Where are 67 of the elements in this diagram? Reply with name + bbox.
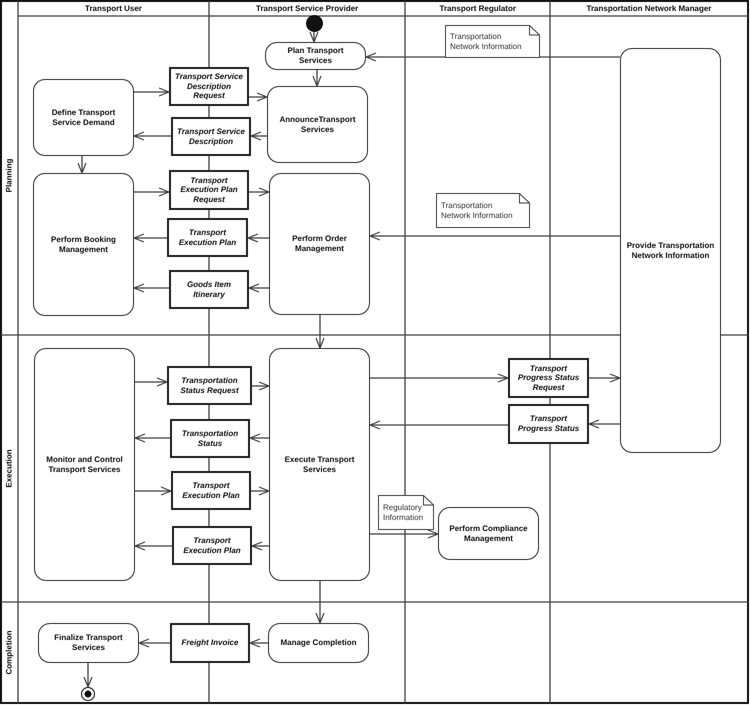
object-box: Transport Progress Status Request [508,358,589,398]
arrow [134,433,170,443]
arrow [309,31,319,43]
lane-label: Execution [4,449,14,488]
object-box: Transport Execution Plan Request [169,170,249,210]
arrow [369,420,508,430]
object-box: Transportation Status [170,419,250,458]
arrow [249,187,270,197]
note: Transportation Network Information [436,193,530,228]
lane-header: Transportation Network Manager [586,4,712,13]
activity-box: Perform Booking Management [33,173,134,316]
arrow [588,419,620,429]
arrow [251,541,269,551]
arrow [369,231,620,241]
object-box: Transportation Status Request [167,366,252,405]
end-node [81,687,95,701]
arrow [249,433,269,443]
arrow [133,283,169,293]
arrow [370,529,439,539]
arrow [370,373,509,383]
arrow [77,156,87,174]
activity-box: Provide Transportation Network Information [620,48,721,453]
activity-box: Finalize Transport Services [38,623,139,663]
activity-box: Perform Compliance Management [438,507,539,560]
activity-box: Execute Transport Services [269,348,370,581]
object-box: Transport Execution Plan [171,471,251,510]
arrow [135,377,168,387]
arrow [83,663,93,688]
lane-header: Transport User [85,4,142,13]
start-node [306,15,323,32]
activity-box: Plan Transport Services [265,42,366,70]
activity-box: Manage Completion [268,623,369,663]
note: Regulatory Information [378,495,434,530]
arrow [134,187,170,197]
activity-box: Perform Order Management [269,173,370,315]
activity-box: Monitor and Control Transport Services [34,348,135,581]
arrow [133,131,171,141]
arrow [133,233,167,243]
activity-box: Define Transport Service Demand [33,79,134,156]
arrow [315,581,325,624]
arrow [134,541,172,551]
object-box: Transport Progress Status [508,404,589,444]
object-box: Freight Invoice [170,623,250,663]
object-box: Transport Execution Plan [167,218,248,257]
arrow [247,233,269,243]
arrow [312,70,322,87]
lane-header: Transport Regulator [440,4,516,13]
arrow [250,131,267,141]
arrow [252,381,270,391]
arrow [315,315,325,349]
object-box: Transport Service Description Request [169,67,249,106]
object-box: Transport Service Description [171,117,251,156]
lane-label: Planning [4,158,14,192]
lane-label: Completion [4,630,14,674]
note: Transportation Network Information [445,25,540,58]
arrow [589,373,621,383]
arrow [249,92,268,102]
arrow [135,486,172,496]
arrow [251,486,270,496]
arrow [249,638,268,648]
arrow [248,283,269,293]
arrow [134,87,170,97]
activity-box: AnnounceTransport Services [267,86,368,163]
object-box: Transport Execution Plan [172,526,252,565]
arrow [138,638,170,648]
lane-header: Transport Service Provider [256,4,358,13]
object-box: Goods Item Itinerary [169,270,249,309]
